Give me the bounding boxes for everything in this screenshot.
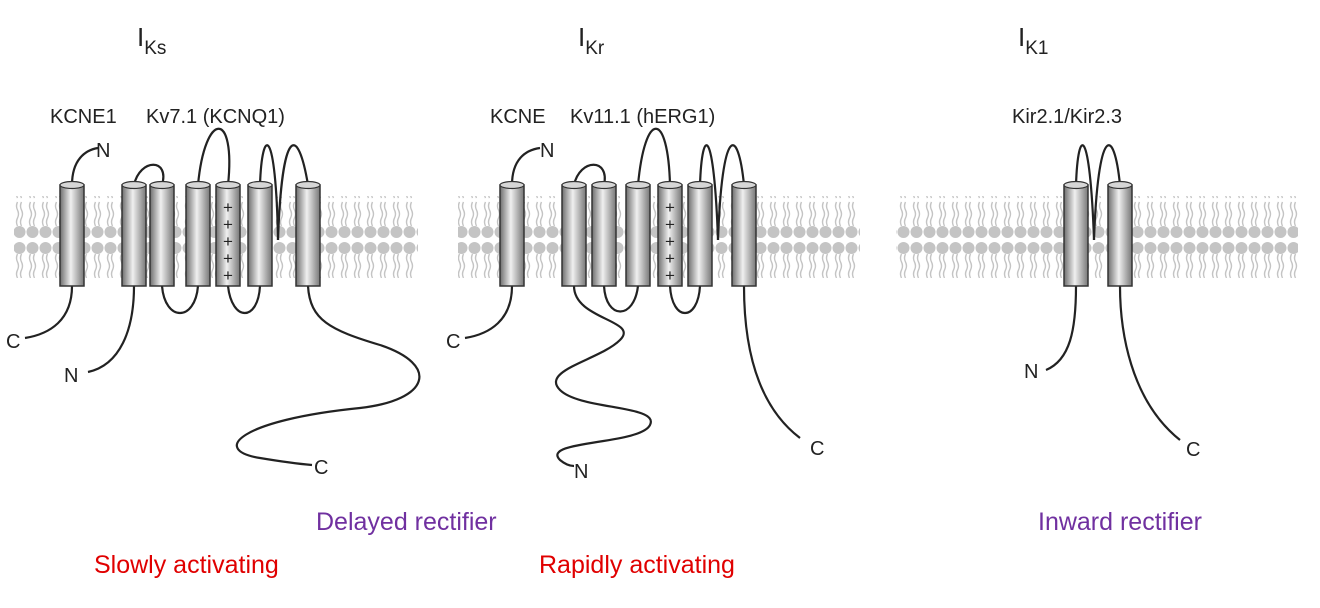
helix-iks-s5 [248,182,272,287]
caption-inward-rectifier: Inward rectifier [1038,508,1202,537]
c-terminus-label: C [6,331,20,353]
c-terminus-label: C [446,331,460,353]
charge-plus: + [665,266,675,285]
n-terminus-label: N [540,140,554,162]
helix-ikr-s4-voltage-sensor: + + + + + [658,182,682,287]
n-terminus-label: N [96,140,110,162]
helix-iks-s3 [186,182,210,287]
helix-iks-s4-voltage-sensor: + + + + + [216,182,240,287]
helix-kcne [500,182,524,287]
panel-iks: IKs KCNE1 Kv7.1 (KCNQ1) [6,22,419,479]
helix-ikr-s2 [592,182,616,287]
c-terminus-label: C [810,438,824,460]
caption-slowly-activating: Slowly activating [94,551,279,580]
helix-ikr-s1 [562,182,586,287]
n-terminus-label: N [64,365,78,387]
subunit-label-kcne1: KCNE1 [50,106,117,128]
loops-iks [25,129,419,465]
panel-ik1: IK1 Kir2.1/Kir2.3 N C [896,22,1298,461]
c-terminus-label: C [1186,439,1200,461]
helix-iks-s6 [296,182,320,287]
caption-delayed-rectifier: Delayed rectifier [316,508,497,537]
c-terminus-label: C [314,457,328,479]
helix-iks-s2 [150,182,174,287]
helix-ikr-s3 [626,182,650,287]
charge-plus: + [223,266,233,285]
current-label-ikr: IKr [578,22,605,59]
channel-label-kv71: Kv7.1 (KCNQ1) [146,106,285,128]
current-label-iks: IKs [137,22,166,59]
n-terminus-label: N [574,461,588,483]
caption-rapidly-activating: Rapidly activating [539,551,735,580]
subunit-label-kcne: KCNE [490,106,546,128]
helix-ik1-m2 [1108,182,1132,287]
lipid-bilayer [896,196,1298,278]
helix-iks-s1 [122,182,146,287]
helix-ik1-m1 [1064,182,1088,287]
n-terminus-label: N [1024,361,1038,383]
panel-ikr: IKr KCNE Kv11.1 (hERG1) [446,22,860,483]
loops-ikr [465,129,800,466]
channel-label-kir2: Kir2.1/Kir2.3 [1012,106,1122,128]
helix-ikr-s5 [688,182,712,287]
helix-ikr-s6 [732,182,756,287]
helix-kcne1 [60,182,84,287]
channel-label-kv111: Kv11.1 (hERG1) [570,106,715,128]
current-label-ik1: IK1 [1018,22,1048,59]
